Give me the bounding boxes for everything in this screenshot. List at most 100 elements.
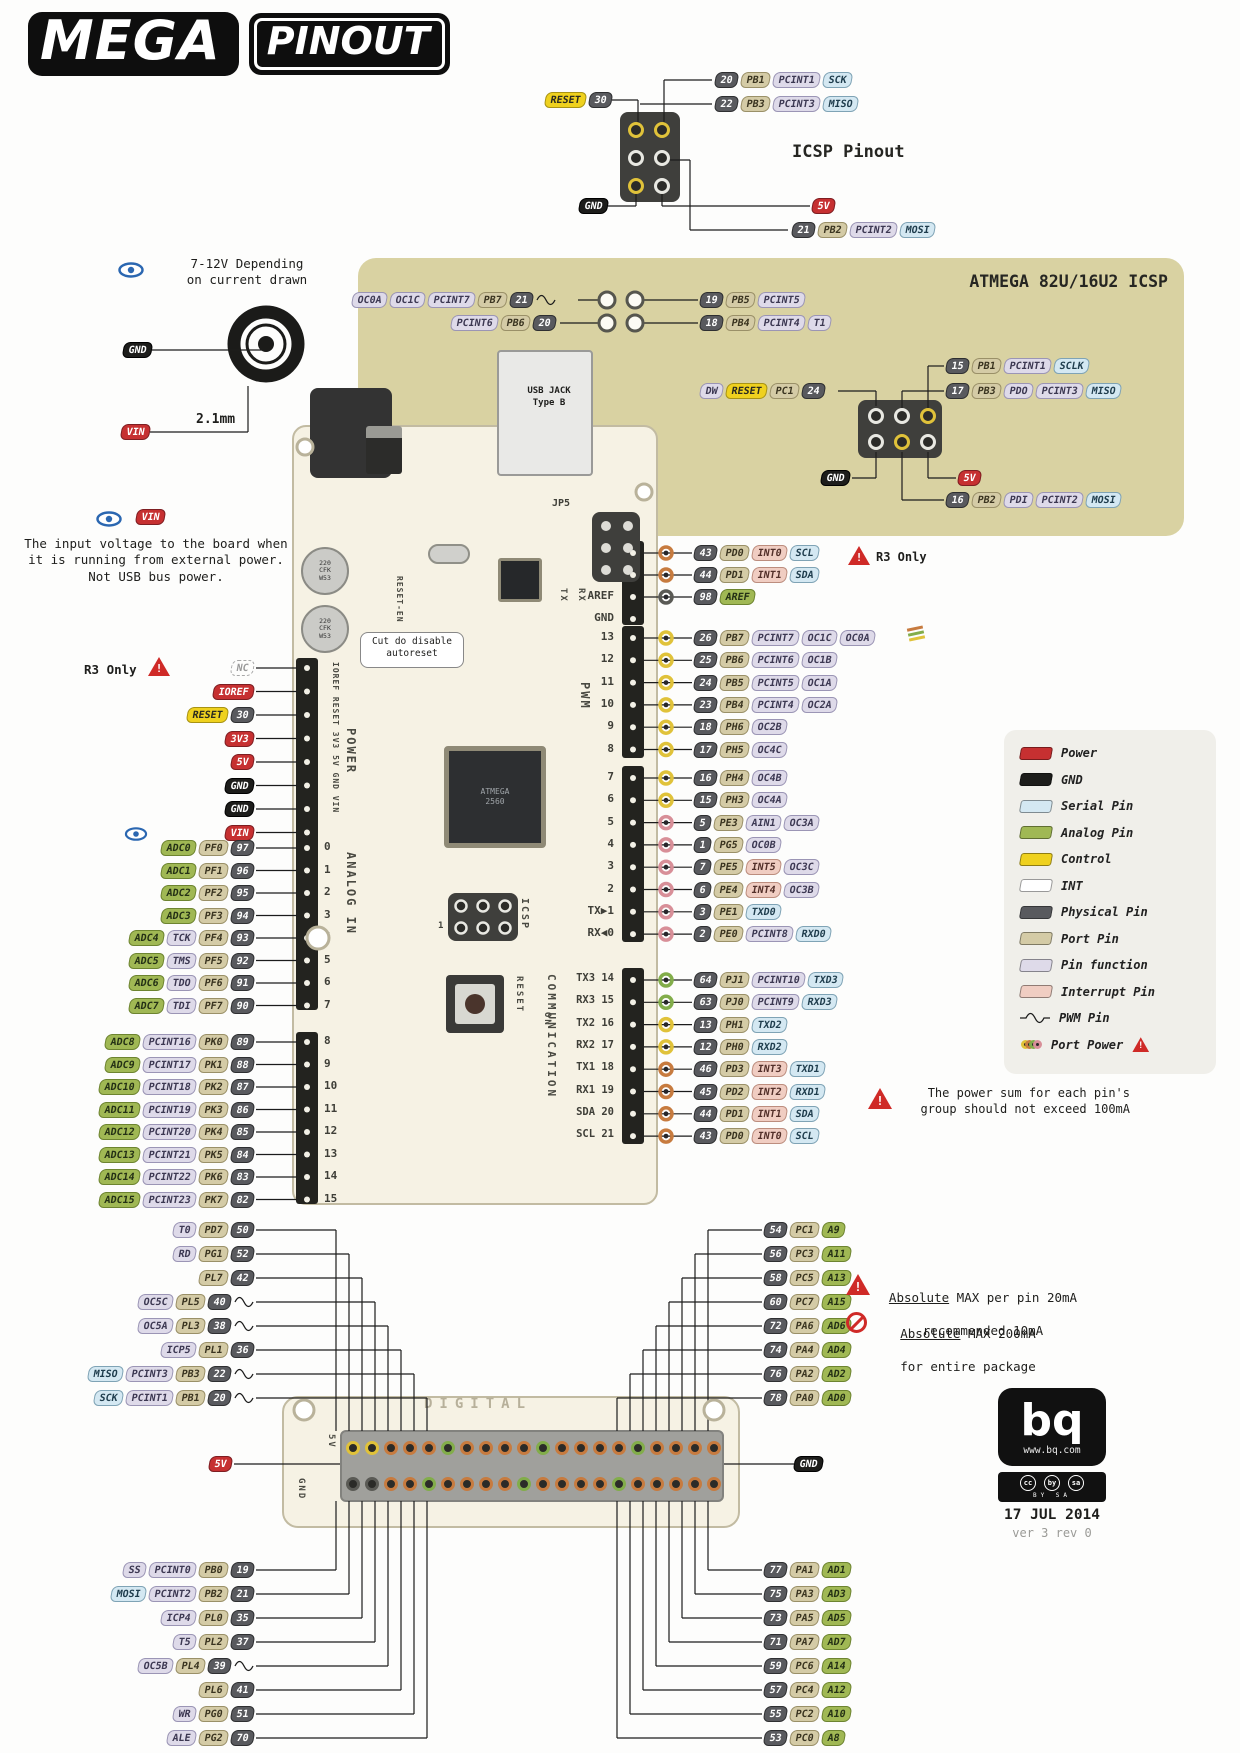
pin-badge-oc2a: OC2A [800,696,839,713]
board-silk-9: 9 [607,719,614,733]
pin-badge-pb5: PB5 [718,674,751,691]
abs-max-pin-word: Absolute [888,1290,950,1306]
pin-badge-95: 95 [229,885,256,901]
board-silk-0: 0 [324,840,331,853]
crystal [428,544,470,564]
legend-item-physical: Physical Pin [1004,899,1216,926]
pin-badge-pl7: PL7 [197,1270,230,1286]
pin-badge-77: 77 [762,1562,789,1578]
pwm-squiggle-icon [1020,1013,1050,1024]
pin-badge-20: 20 [531,315,558,331]
voltage-regulator [366,426,402,474]
pin-badge-23: 23 [692,696,719,713]
usb-jack [497,350,593,476]
pin-badge-pcint21: PCINT21 [141,1146,198,1163]
legend-item-func: Pin function [1004,952,1216,979]
pin-badge-sda: SDA [788,567,821,583]
cc-sa-icon: sa [1068,1475,1084,1491]
pin-badge-a10: A10 [820,1706,853,1722]
power-sum-warning: The power sum for each pin's group shoul… [920,1086,1130,1116]
pin-badge-82: 82 [229,1191,256,1208]
board-silk-3: 3 [324,907,331,921]
pin-badge-44: 44 [692,1105,719,1122]
power-header-strip [296,658,318,844]
board-silk-10: 10 [600,696,614,710]
pin-badge-pcint3: PCINT3 [1034,383,1085,399]
legend-item-gnd: GND [1004,767,1216,794]
pin-badge-pf1: PF1 [197,862,230,879]
pin-badge-oc4b: OC4B [750,770,789,786]
legend-label: Interrupt Pin [1061,984,1155,999]
pin-badge-pf5: PF5 [197,952,230,969]
pin-badge-miso: MISO [86,1366,125,1382]
pin-badge-3v3: 3V3 [223,730,256,747]
pin-badge-pb6: PB6 [718,652,751,669]
pin-badge-mosi: MOSI [898,222,937,238]
pin-badge-adc11: ADC11 [97,1101,142,1118]
legend-item-serial: Serial Pin [1004,793,1216,820]
pin-badge-pa0: PA0 [788,1390,821,1406]
logo-pinout: PINOUT [248,13,450,75]
pin-badge-ad7: AD7 [820,1634,853,1650]
pin-badge-pl1: PL1 [197,1342,230,1358]
pin-badge-oc3a: OC3A [782,814,821,831]
board-silk-8: 8 [324,1034,331,1047]
pin-badge-pf3: PF3 [197,907,230,924]
pin-badge-46: 46 [692,1061,719,1078]
pin-badge-a14: A14 [820,1658,853,1674]
legend-item-power: Power [1004,740,1216,767]
board-silk-5: 5 [607,814,614,828]
pin-badge-pd7: PD7 [197,1222,230,1238]
legend-item-interrupt: Interrupt Pin [1004,979,1216,1006]
pin-badge-ad0: AD0 [820,1390,853,1406]
pin-badge-15: 15 [692,792,719,809]
pin-badge-54: 54 [762,1222,789,1238]
pin-badge-75: 75 [762,1586,789,1602]
pin-badge-pa5: PA5 [788,1610,821,1626]
pin-badge-icp4: ICP4 [159,1610,198,1626]
pin-badge-pf0: PF0 [197,840,230,856]
pin-badge-pk6: PK6 [197,1169,230,1185]
pin-badge-83: 83 [229,1169,256,1185]
pin-badge-gnd: GND [819,470,852,486]
pin-badge-oc1c: OC1C [800,630,839,646]
pin-badge-oc0b: OC0B [744,836,783,853]
pin-badge-37: 37 [229,1634,256,1650]
pin-badge-pb6: PB6 [499,315,532,331]
pin-badge-pk0: PK0 [197,1034,230,1050]
pin-badge-pb4: PB4 [724,315,757,331]
pin-badge-a9: A9 [820,1222,847,1238]
pin-row-frag_5v: 5V [207,1456,234,1472]
pin-badge-5v: 5V [207,1456,234,1472]
pin-badge-pl5: PL5 [174,1294,207,1310]
pin-badge-24: 24 [800,383,827,399]
board-silk-tx1-18: TX1 18 [576,1061,614,1074]
atmega16u2-chip [498,558,542,602]
pin-badge-pc1: PC1 [788,1222,821,1238]
pin-badge-50: 50 [229,1222,256,1238]
pin-badge-45: 45 [692,1083,719,1100]
pin-badge-55: 55 [762,1706,789,1722]
pin-badge-pcint18: PCINT18 [141,1079,198,1095]
atmega2560-chip: ATMEGA 2560 [444,746,546,848]
pin-badge-pb1: PB1 [739,72,772,88]
